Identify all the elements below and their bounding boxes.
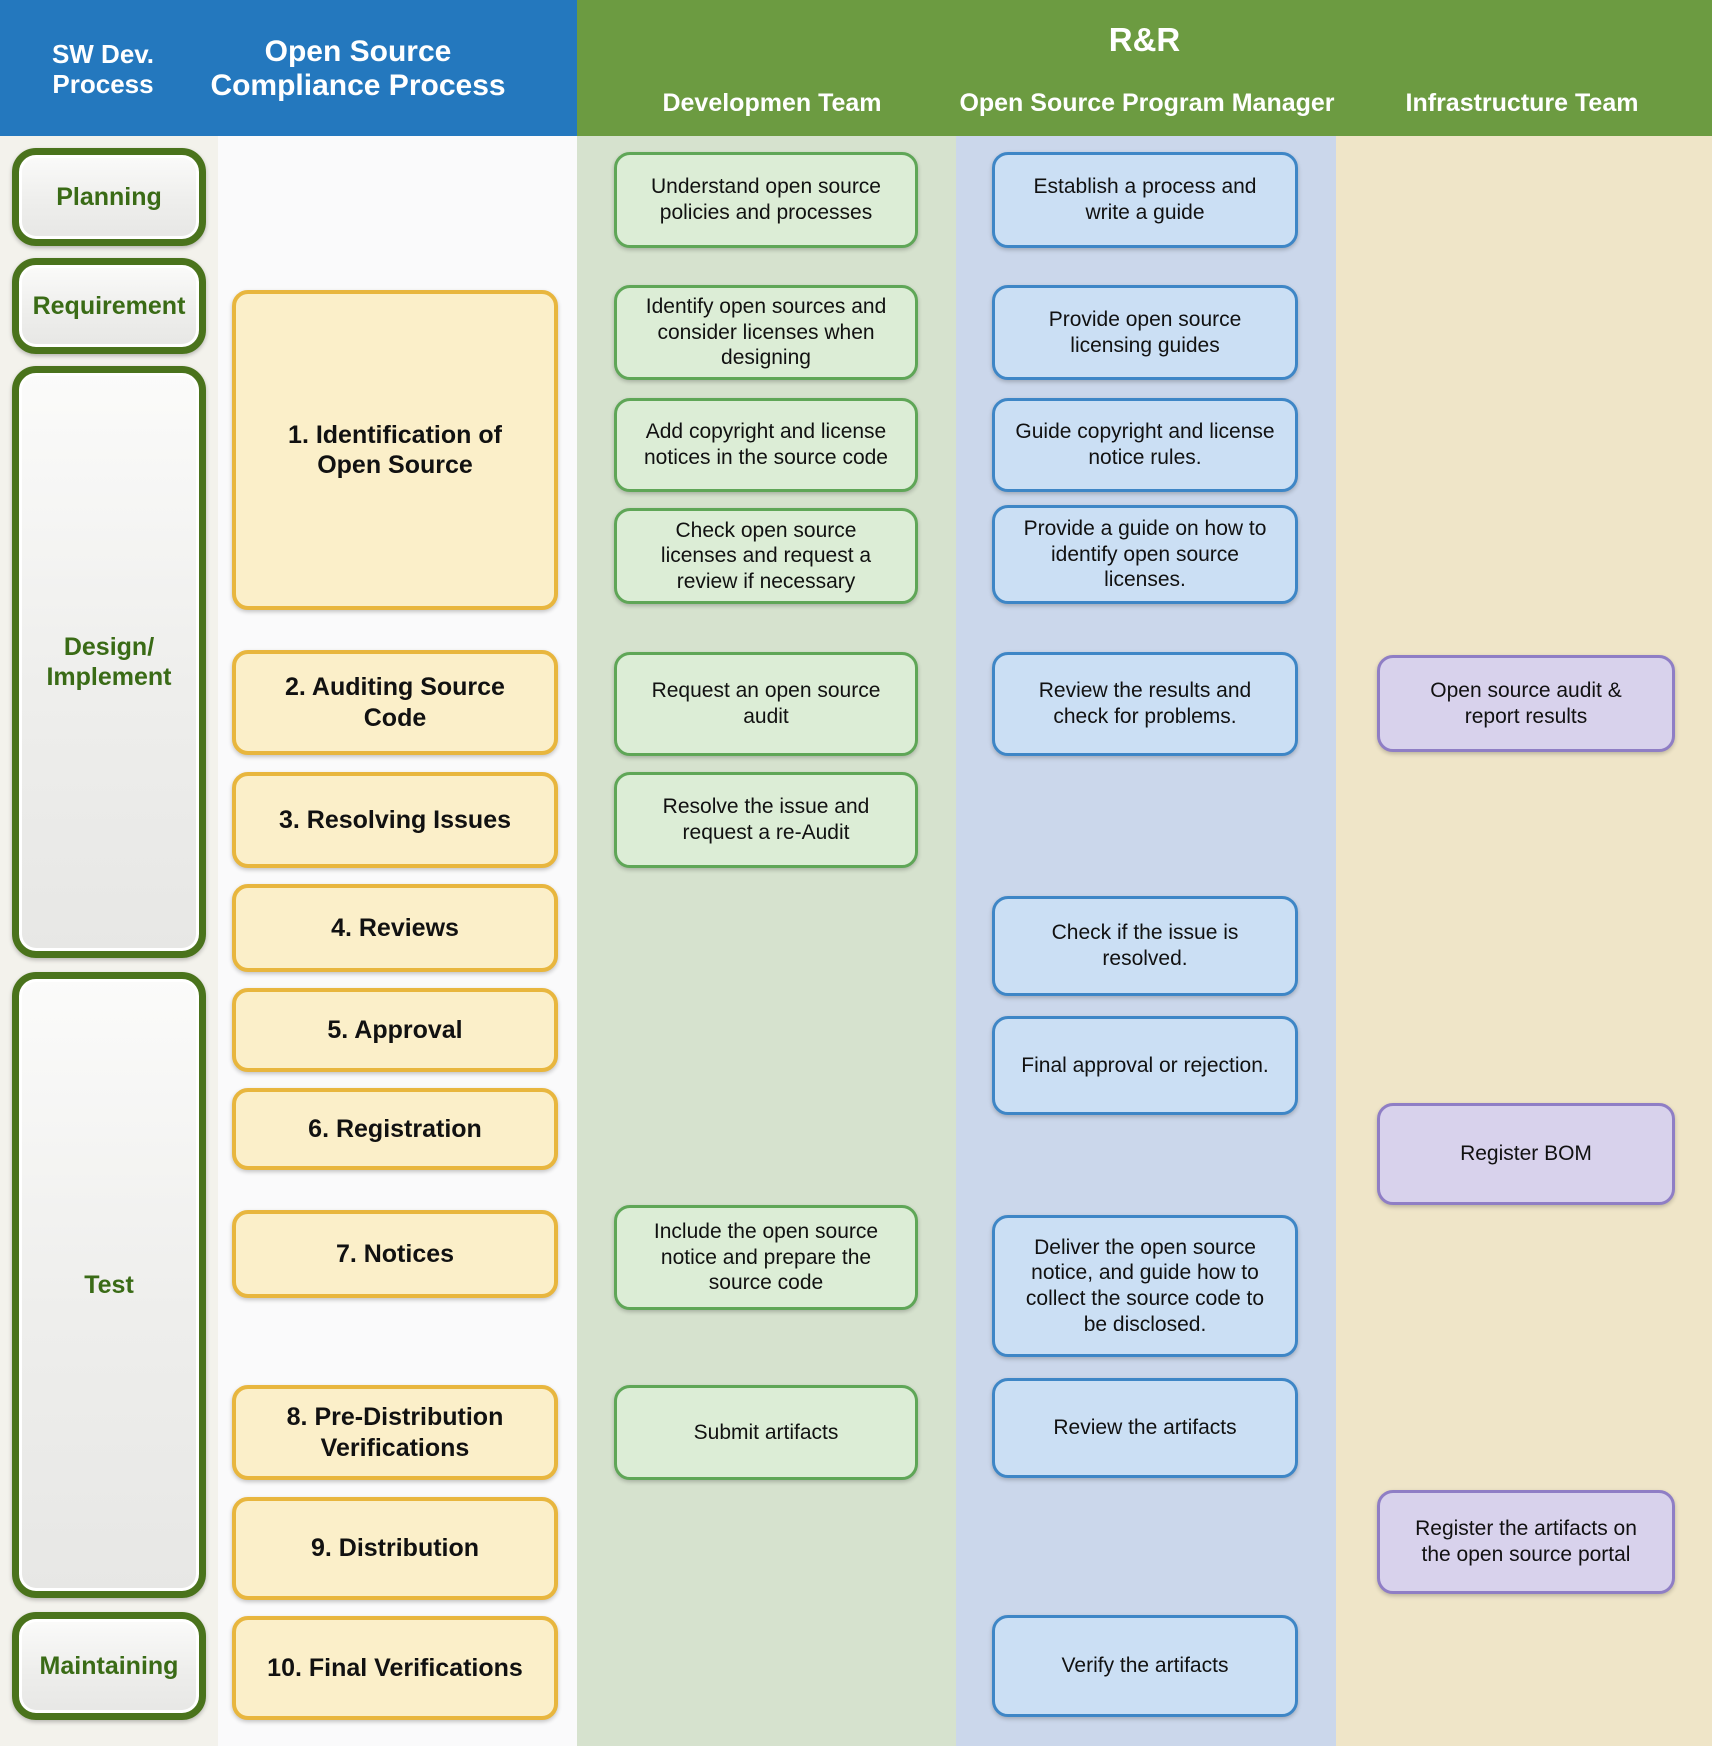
dev-task-add-copyright-notices: Add copyright and license notices in the… [614,398,918,492]
header-blue-band: SW Dev. Process Open Source Compliance P… [0,0,577,136]
dev-task-identify-open-sources: Identify open sources and consider licen… [614,285,918,380]
ospm-task-verify-artifacts: Verify the artifacts [992,1615,1298,1717]
ospm-task-guide-copyright-rules: Guide copyright and license notice rules… [992,398,1298,492]
compliance-step-reviews: 4. Reviews [232,884,558,972]
dev-task-understand-policies: Understand open source policies and proc… [614,152,918,248]
ospm-task-licensing-guides: Provide open source licensing guides [992,285,1298,380]
infra-task-register-artifacts-portal: Register the artifacts on the open sourc… [1377,1490,1675,1594]
compliance-step-identification: 1. Identification of Open Source [232,290,558,610]
ospm-task-check-issue-resolved: Check if the issue is resolved. [992,896,1298,996]
stage-design-implement: Design/ Implement [12,366,206,958]
dev-task-include-notice: Include the open source notice and prepa… [614,1205,918,1310]
stage-planning: Planning [12,148,206,246]
header-sw-dev-process: SW Dev. Process [51,39,155,99]
lane-header-development-team: Developmen Team [662,88,882,117]
lane-header-open-source-program-manager: Open Source Program Manager [959,88,1335,117]
dev-task-request-audit: Request an open source audit [614,652,918,756]
ospm-task-final-approval: Final approval or rejection. [992,1016,1298,1115]
stage-maintaining: Maintaining [12,1612,206,1720]
lane-infrastructure-team [1336,136,1712,1746]
stage-test: Test [12,972,206,1598]
compliance-step-pre-distribution-verifications: 8. Pre-Distribution Verifications [232,1385,558,1480]
dev-task-check-licenses: Check open source licenses and request a… [614,508,918,604]
compliance-step-final-verifications: 10. Final Verifications [232,1616,558,1720]
compliance-step-distribution: 9. Distribution [232,1497,558,1600]
compliance-step-notices: 7. Notices [232,1210,558,1298]
infra-task-audit-report-results: Open source audit & report results [1377,655,1675,752]
dev-task-submit-artifacts: Submit artifacts [614,1385,918,1480]
compliance-step-resolving-issues: 3. Resolving Issues [232,772,558,868]
ospm-task-establish-process: Establish a process and write a guide [992,152,1298,248]
infra-task-register-bom: Register BOM [1377,1103,1675,1205]
lane-header-infrastructure-team: Infrastructure Team [1405,88,1639,117]
compliance-step-approval: 5. Approval [232,988,558,1072]
header-compliance-process: Open Source Compliance Process [210,34,506,103]
stage-requirement: Requirement [12,258,206,354]
ospm-task-review-artifacts: Review the artifacts [992,1378,1298,1478]
header-rr-title: R&R [1108,21,1181,59]
ospm-task-identify-licenses-guide: Provide a guide on how to identify open … [992,505,1298,604]
ospm-task-review-results: Review the results and check for problem… [992,652,1298,756]
compliance-step-registration: 6. Registration [232,1088,558,1170]
header-green-band: R&R Developmen Team Open Source Program … [577,0,1712,136]
dev-task-resolve-issue: Resolve the issue and request a re-Audit [614,772,918,868]
compliance-step-auditing: 2. Auditing Source Code [232,650,558,755]
ospm-task-deliver-notice: Deliver the open source notice, and guid… [992,1215,1298,1357]
